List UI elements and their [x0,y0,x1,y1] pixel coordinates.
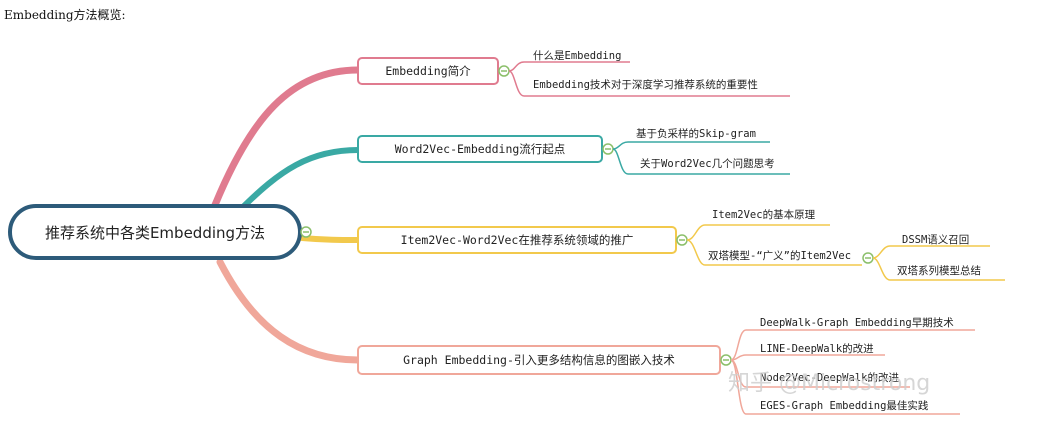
leaf-connector [508,61,630,72]
branch-label: Item2Vec-Word2Vec在推荐系统领域的推广 [401,233,634,247]
leaf-connector [730,354,885,361]
leaf-what-is-embedding[interactable]: 什么是Embedding [533,50,621,62]
leaf-item2vec-principle[interactable]: Item2Vec的基本原理 [712,208,816,221]
branch-label: Embedding简介 [385,64,471,78]
leaf-dssm-recall[interactable]: DSSM语义召回 [902,234,969,246]
leaf-connector [730,329,975,361]
leaf-skip-gram[interactable]: 基于负采样的Skip-gram [636,127,756,140]
leaf-connector [612,148,790,175]
leaf-embedding-importance[interactable]: Embedding技术对于深度学习推荐系统的重要性 [533,78,758,91]
branch-word2vec[interactable]: Word2Vec-Embedding流行起点 [357,135,614,163]
watermark: 知乎 @Microstrong [728,371,930,396]
root-node[interactable]: 推荐系统中各类Embedding方法 [8,204,312,260]
branch-graph-embedding[interactable]: Graph Embedding-引入更多结构信息的图嵌入技术 [357,345,732,375]
branch-item2vec[interactable]: Item2Vec-Word2Vec在推荐系统领域的推广 [357,226,688,254]
leaf-connector [612,141,770,150]
leaf-connector [872,257,1005,281]
connector-word2vec [237,147,361,213]
leaf-two-tower-model[interactable]: 双塔模型-“广义”的Item2Vec [708,249,851,262]
leaf-line[interactable]: LINE-DeepWalk的改进 [760,342,874,355]
leaf-connector [730,359,960,415]
leaf-word2vec-questions[interactable]: 关于Word2Vec几个问题思考 [640,157,775,170]
leaf-deepwalk[interactable]: DeepWalk-Graph Embedding早期技术 [760,316,954,329]
leaf-connector [686,224,830,241]
connector-graph-embedding [216,258,362,364]
branch-embedding-intro[interactable]: Embedding简介 [357,57,510,85]
branch-label: Graph Embedding-引入更多结构信息的图嵌入技术 [403,353,675,367]
leaf-connector [872,245,990,259]
page-title: Embedding方法概览: [4,8,126,22]
connector-embedding-intro [211,66,362,209]
leaf-two-tower-summary[interactable]: 双塔系列模型总结 [897,264,981,277]
branch-label: Word2Vec-Embedding流行起点 [395,142,566,156]
leaf-node2vec[interactable]: Node2Vec-DeepWalk的改进 [760,371,899,384]
connector-item2vec [299,235,361,243]
leaf-connector [686,239,862,266]
leaf-eges[interactable]: EGES-Graph Embedding最佳实践 [760,399,929,412]
root-label: 推荐系统中各类Embedding方法 [45,224,265,242]
leaf-connector [508,70,790,97]
